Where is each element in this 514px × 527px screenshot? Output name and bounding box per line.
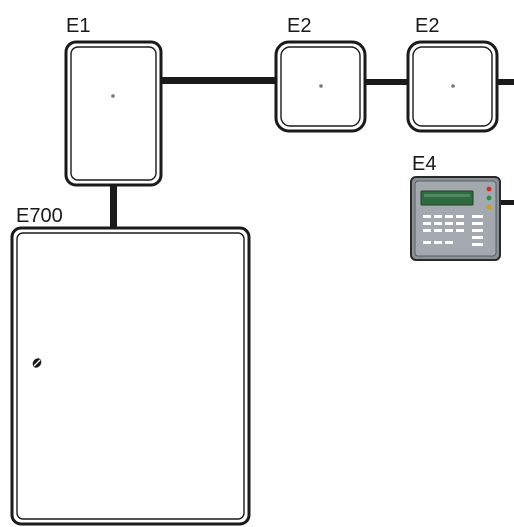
e1-inner xyxy=(70,46,157,181)
device-e4: E4 xyxy=(410,153,501,261)
e2-first-inner xyxy=(280,46,361,127)
device-e2-second: E2 xyxy=(406,15,499,133)
keypad-screen xyxy=(420,190,474,206)
e1-indicator-dot xyxy=(111,94,115,98)
label-e700: E700 xyxy=(16,205,63,227)
connections xyxy=(110,77,514,228)
link-e4-offpage xyxy=(500,200,514,205)
keypad-led-green xyxy=(486,195,492,201)
device-e700: E700 xyxy=(10,205,251,526)
e700-outer xyxy=(10,226,251,526)
keypad-keys xyxy=(423,215,483,246)
keypad-led-amber xyxy=(486,204,492,210)
label-e1: E1 xyxy=(66,15,90,37)
lock-icon xyxy=(32,358,42,368)
keypad-screen-glare xyxy=(424,194,470,197)
link-e2-e2 xyxy=(365,79,409,85)
label-e4: E4 xyxy=(412,153,436,175)
label-e2-second: E2 xyxy=(415,15,439,37)
e700-inner xyxy=(16,232,245,520)
device-e2-first: E2 xyxy=(274,15,367,133)
e2-second-indicator-dot xyxy=(451,84,455,88)
label-e2-first: E2 xyxy=(287,15,311,37)
link-e1-e2 xyxy=(160,77,278,84)
e2-first-indicator-dot xyxy=(319,84,323,88)
e2-second-inner xyxy=(412,46,493,127)
link-e1-e700 xyxy=(110,185,117,228)
keypad-icon xyxy=(410,176,501,261)
device-e1: E1 xyxy=(64,15,163,187)
link-e2-offpage xyxy=(497,79,514,85)
e1-outer xyxy=(64,40,163,187)
keypad-led-red xyxy=(486,186,492,192)
